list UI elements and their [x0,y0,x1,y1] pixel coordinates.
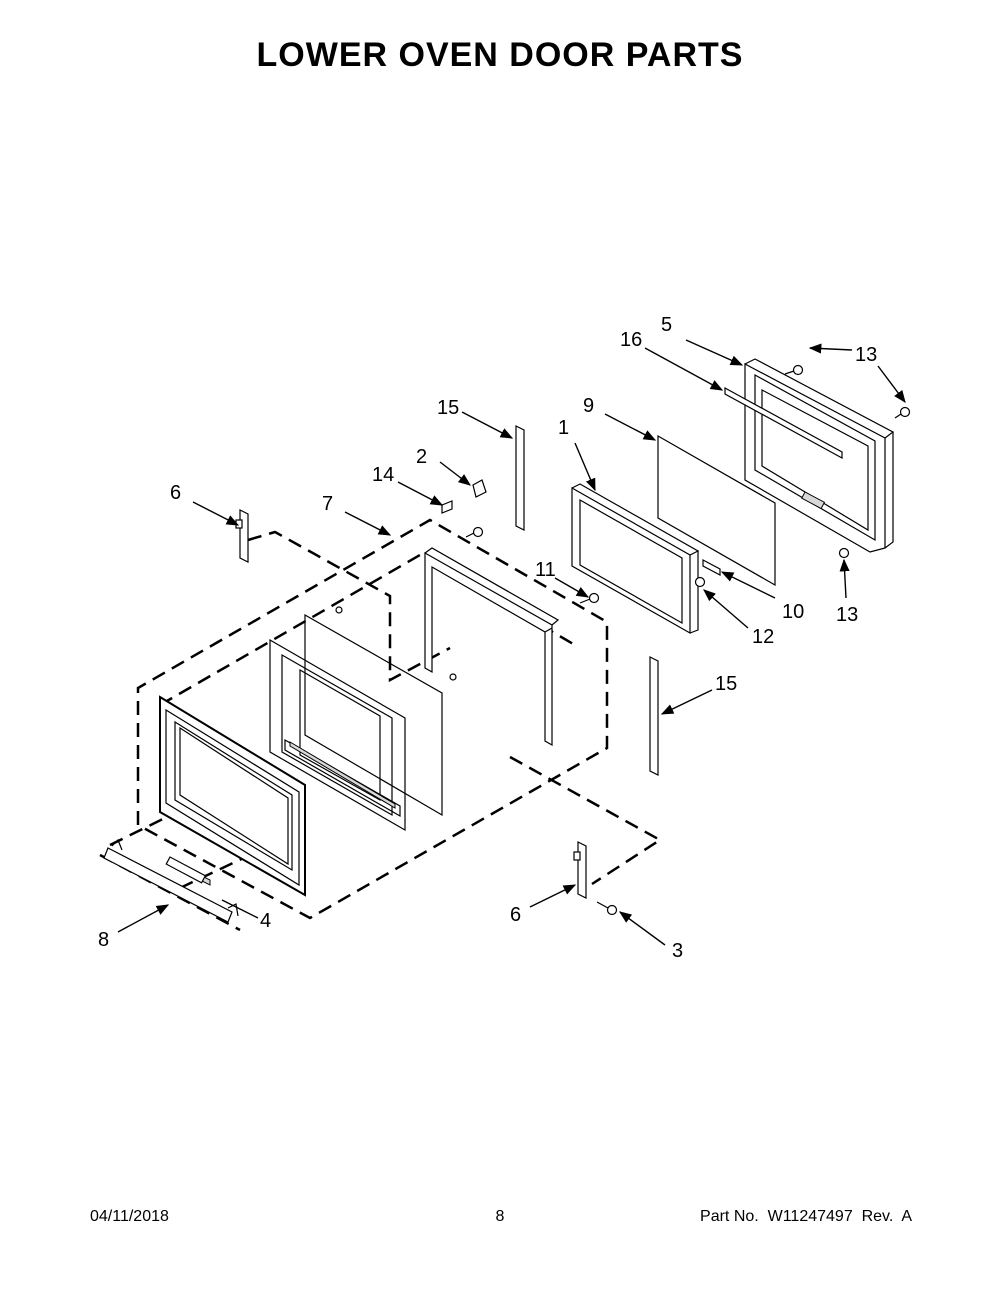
window-glass [657,434,776,587]
callout-4: 4 [260,910,271,932]
spring-fastener [441,500,453,514]
callout-15-bottom: 15 [715,673,737,695]
screw-parts [335,364,911,916]
callout-10: 10 [782,601,804,623]
callout-12: 12 [752,626,774,648]
callout-9: 9 [583,395,594,417]
leader-lines [117,339,906,946]
frame-bracket-bar [724,386,843,460]
hinge-top [235,509,249,563]
page-title: LOWER OVEN DOOR PARTS [256,36,744,74]
callout-11: 11 [535,559,556,581]
callout-1: 1 [558,417,569,439]
callout-numbers: 1 2 3 4 5 6 6 7 8 9 10 11 12 13 13 14 15… [98,314,877,962]
callout-7: 7 [322,493,333,515]
door-handle [103,838,239,923]
callout-2: 2 [416,446,427,468]
small-bracket [702,559,721,576]
callout-13-top: 13 [855,344,877,366]
inner-door-frame [571,483,700,635]
callout-16: 16 [620,329,642,351]
callout-6-bottom: 6 [510,904,521,926]
glass-pack-frame [424,547,560,747]
callout-6-top: 6 [170,482,181,504]
side-trim-lower [649,656,659,776]
footer-page-number: 8 [495,1208,505,1225]
callout-13-bottom: 13 [836,604,858,626]
callout-5: 5 [661,314,672,336]
footer-date: 04/11/2018 [90,1208,169,1225]
outer-door-panel [159,695,306,897]
door-rear-frame [744,358,895,553]
callout-14: 14 [372,464,394,486]
callout-8: 8 [98,929,109,951]
clip [472,479,487,498]
footer-part-number: Part No. W11247497 Rev. A [700,1208,912,1225]
hinge-bottom [573,841,587,899]
callout-15-top: 15 [437,397,459,419]
callout-3: 3 [672,940,683,962]
inner-door-liner [269,638,406,832]
inner-glass-pane [304,613,443,817]
side-trim-upper [515,425,525,531]
